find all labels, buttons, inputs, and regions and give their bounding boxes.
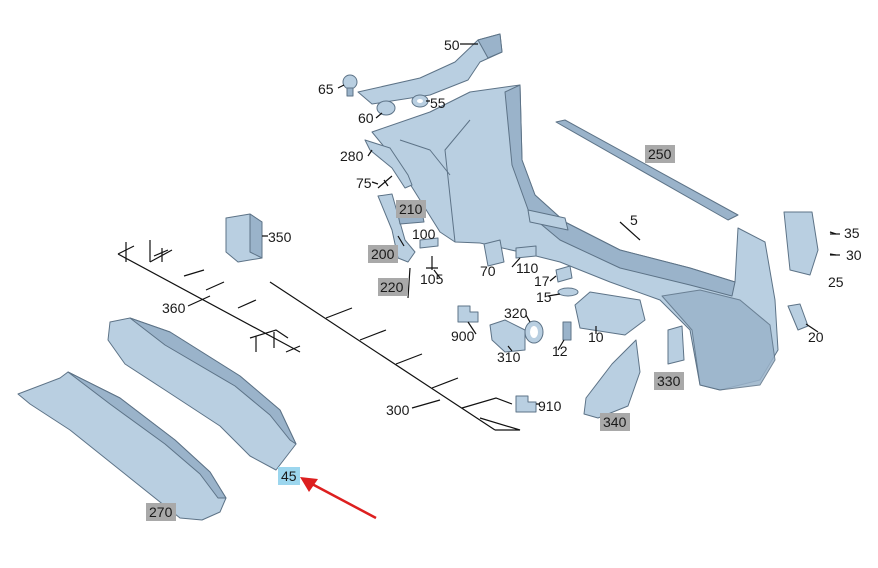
- tag-box-210: [396, 200, 426, 218]
- bracket-part-25[interactable]: [783, 211, 819, 276]
- bracket-part-20[interactable]: [787, 303, 809, 331]
- plug-part-60[interactable]: [376, 100, 396, 116]
- bracket-part-50[interactable]: [357, 33, 503, 105]
- bracket-part-340[interactable]: [583, 339, 641, 419]
- label-110: 110: [516, 260, 539, 276]
- label-12: 12: [552, 343, 568, 359]
- absorber-part-45[interactable]: [107, 317, 297, 471]
- label-320: 320: [504, 305, 528, 321]
- label-350: 350: [268, 229, 292, 245]
- clip-part-75[interactable]: [377, 175, 393, 189]
- label-210: 210: [399, 201, 423, 217]
- label-35: 35: [844, 225, 860, 241]
- label-45: 45: [281, 468, 297, 484]
- label-250: 250: [648, 146, 672, 162]
- label-910: 910: [538, 398, 562, 414]
- label-17: 17: [534, 273, 550, 289]
- label-310: 310: [497, 349, 521, 365]
- part-labels: 50 65 55 60 280 75 250 210 5 100 200 350…: [149, 37, 862, 520]
- clip-part-100[interactable]: [419, 237, 439, 249]
- label-280: 280: [340, 148, 364, 164]
- tag-box-330: [654, 372, 684, 390]
- label-tags: [146, 145, 684, 521]
- label-15: 15: [536, 289, 552, 305]
- label-900: 900: [451, 328, 475, 344]
- pin-part-12[interactable]: [562, 321, 572, 341]
- tag-box-270: [146, 503, 176, 521]
- tag-box-220: [378, 278, 408, 296]
- label-360: 360: [162, 300, 186, 316]
- rod-part-220[interactable]: [407, 267, 411, 299]
- clip-part-65[interactable]: [342, 74, 358, 97]
- tag-box-45: [278, 467, 300, 485]
- label-60: 60: [358, 110, 374, 126]
- label-65: 65: [318, 81, 334, 97]
- tag-box-200: [368, 245, 398, 263]
- sensor-part-310[interactable]: [489, 319, 526, 353]
- bumper-cover-part-5[interactable]: [371, 84, 779, 391]
- bracket-part-200[interactable]: [377, 193, 416, 263]
- label-330: 330: [657, 373, 681, 389]
- label-30: 30: [846, 247, 862, 263]
- label-220: 220: [380, 279, 404, 295]
- trim-part-280[interactable]: [364, 139, 413, 189]
- label-55: 55: [430, 95, 446, 111]
- label-20: 20: [808, 329, 824, 345]
- label-270: 270: [149, 504, 173, 520]
- label-200: 200: [371, 246, 395, 262]
- label-25: 25: [828, 274, 844, 290]
- clip-part-17[interactable]: [555, 265, 573, 283]
- label-70: 70: [480, 263, 496, 279]
- tag-box-250: [645, 145, 675, 163]
- pointer-arrow: [300, 477, 377, 520]
- screw-part-105[interactable]: [426, 256, 438, 270]
- label-10: 10: [588, 329, 604, 345]
- bracket-part-330[interactable]: [667, 325, 685, 365]
- clip-part-110[interactable]: [515, 245, 537, 259]
- wiring-harness-300[interactable]: [269, 281, 521, 431]
- bracket-part-10[interactable]: [574, 291, 646, 336]
- trim-strip-part-250[interactable]: [555, 119, 739, 221]
- ring-part-320[interactable]: [524, 320, 544, 344]
- tag-box-340: [600, 413, 630, 431]
- diffuser-part-270[interactable]: [17, 371, 227, 521]
- cap-part-70[interactable]: [483, 239, 505, 267]
- label-75: 75: [356, 175, 372, 191]
- connector-part-910[interactable]: [515, 395, 537, 413]
- module-part-350[interactable]: [225, 213, 263, 263]
- leader-lines: [187, 43, 837, 409]
- label-100: 100: [412, 226, 436, 242]
- connector-part-900[interactable]: [457, 305, 479, 323]
- grommet-part-55[interactable]: [411, 94, 429, 108]
- label-5: 5: [630, 212, 638, 228]
- wiring-harness-360[interactable]: [117, 240, 301, 353]
- label-340: 340: [603, 414, 627, 430]
- label-300: 300: [386, 402, 410, 418]
- label-105: 105: [420, 271, 444, 287]
- label-50: 50: [444, 37, 460, 53]
- washer-part-15[interactable]: [557, 287, 579, 297]
